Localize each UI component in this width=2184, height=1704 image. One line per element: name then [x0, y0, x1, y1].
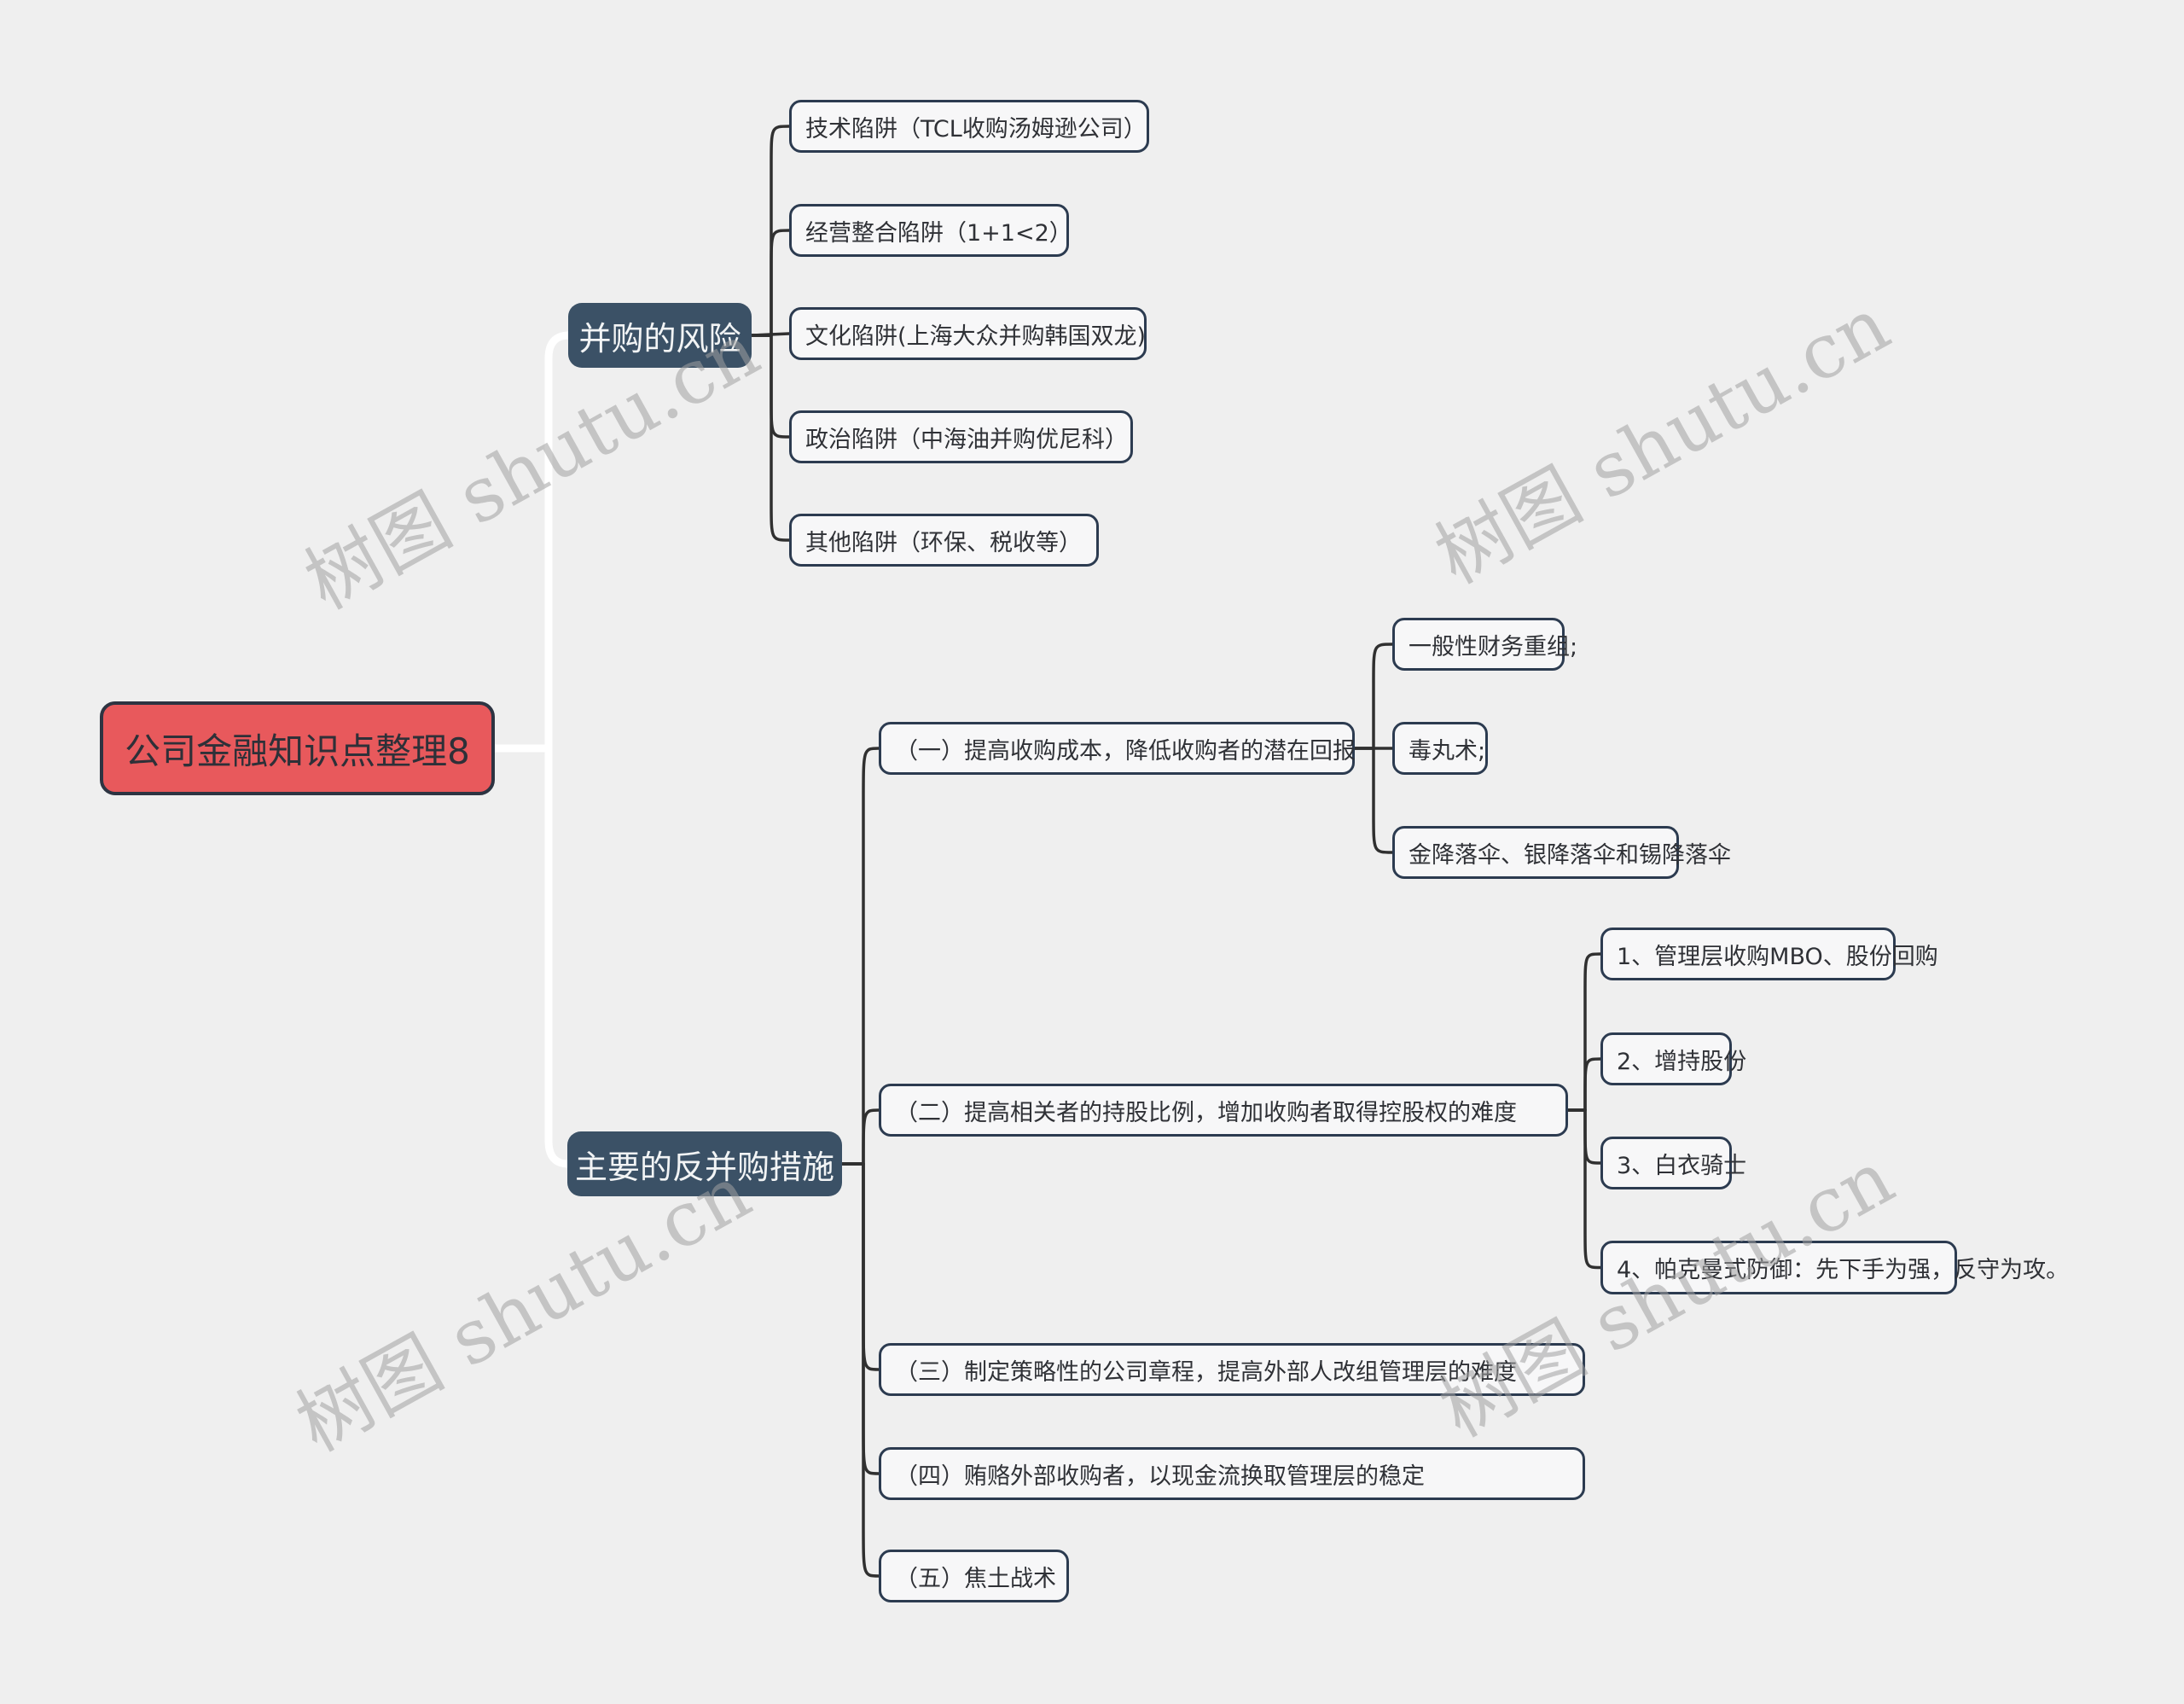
- leaf-node[interactable]: 一般性财务重组;: [1392, 618, 1577, 671]
- leaf-node-label: 一般性财务重组;: [1409, 633, 1578, 660]
- branch-node-merger-risks[interactable]: 并购的风险: [568, 303, 752, 368]
- leaf-node[interactable]: （二）提高相关者的持股比例，增加收购者取得控股权的难度: [879, 1084, 1568, 1137]
- leaf-node-label: 经营整合陷阱（1+1<2）: [805, 219, 1072, 247]
- leaf-node[interactable]: 经营整合陷阱（1+1<2）: [789, 204, 1072, 257]
- branch-node-label: 并购的风险: [578, 319, 741, 358]
- leaf-node[interactable]: 毒丸术;: [1392, 722, 1488, 775]
- leaf-node[interactable]: 金降落伞、银降落伞和锡降落伞: [1392, 826, 1731, 879]
- leaf-node[interactable]: 3、白衣骑士: [1600, 1137, 1746, 1189]
- leaf-node-label: 3、白衣骑士: [1617, 1152, 1747, 1179]
- leaf-node-label: （三）制定策略性的公司章程，提高外部人改组管理层的难度: [895, 1358, 1517, 1386]
- connector-b1.0: [840, 747, 880, 1166]
- leaf-node-label: 毒丸术;: [1409, 737, 1486, 765]
- leaf-node[interactable]: 文化陷阱(上海大众并购韩国双龙): [789, 307, 1147, 360]
- leaf-node-label: 政治陷阱（中海油并购优尼科）: [805, 426, 1128, 453]
- leaf-node[interactable]: 4、帕克曼式防御：先下手为强，反守为攻。: [1600, 1241, 2069, 1294]
- connector-b1.2: [840, 1162, 880, 1371]
- connector-b0.0: [750, 125, 791, 337]
- connector-b1.1: [840, 1108, 880, 1166]
- branch-node-anti-takeover-measures[interactable]: 主要的反并购措施: [567, 1131, 842, 1196]
- connector-b0.1: [750, 229, 791, 337]
- connector-root-bracket: [544, 331, 573, 1168]
- leaf-node[interactable]: （一）提高收购成本，降低收购者的潜在回报: [879, 722, 1356, 775]
- connector-b1.0.0: [1353, 643, 1394, 750]
- leaf-node-label: 2、增持股份: [1617, 1048, 1747, 1075]
- root-node[interactable]: 公司金融知识点整理8: [100, 701, 495, 795]
- leaf-node[interactable]: 2、增持股份: [1600, 1032, 1746, 1085]
- connector-b1.4: [840, 1162, 880, 1578]
- connector-b0.4: [750, 334, 791, 542]
- leaf-node-label: 文化陷阱(上海大众并购韩国双龙): [805, 323, 1147, 350]
- leaf-node[interactable]: （四）贿赂外部收购者，以现金流换取管理层的稳定: [879, 1447, 1585, 1500]
- leaf-node-label: （一）提高收购成本，降低收购者的潜在回报: [895, 737, 1356, 765]
- leaf-node-label: 4、帕克曼式防御：先下手为强，反守为攻。: [1617, 1257, 2070, 1283]
- leaf-node[interactable]: （五）焦土战术: [879, 1550, 1069, 1602]
- leaf-node[interactable]: 1、管理层收购MBO、股份回购: [1600, 928, 1938, 980]
- root-node-label: 公司金融知识点整理8: [125, 730, 470, 772]
- branch-node-label: 主要的反并购措施: [574, 1148, 834, 1186]
- leaf-node-label: 其他陷阱（环保、税收等）: [805, 529, 1082, 556]
- leaf-node-label: （四）贿赂外部收购者，以现金流换取管理层的稳定: [895, 1463, 1425, 1490]
- connector-b1.0.2: [1353, 747, 1394, 854]
- leaf-node[interactable]: 政治陷阱（中海油并购优尼科）: [789, 410, 1133, 463]
- leaf-node-label: 金降落伞、银降落伞和锡降落伞: [1409, 841, 1731, 869]
- leaf-node[interactable]: 技术陷阱（TCL收购汤姆逊公司）: [789, 100, 1149, 153]
- leaf-node-label: （二）提高相关者的持股比例，增加收购者取得控股权的难度: [895, 1099, 1517, 1126]
- leaf-node-label: （五）焦土战术: [895, 1565, 1056, 1592]
- leaf-node[interactable]: （三）制定策略性的公司章程，提高外部人改组管理层的难度: [879, 1343, 1585, 1396]
- leaf-node[interactable]: 其他陷阱（环保、税收等）: [789, 514, 1099, 567]
- leaf-node-label: 技术陷阱（TCL收购汤姆逊公司）: [805, 115, 1147, 142]
- leaf-node-label: 1、管理层收购MBO、股份回购: [1617, 943, 1938, 970]
- connector-b1.1.3: [1566, 1108, 1602, 1270]
- connector-b1.1.0: [1566, 952, 1602, 1112]
- connector-b1.3: [840, 1162, 880, 1475]
- connector-b1.1.1: [1566, 1057, 1602, 1112]
